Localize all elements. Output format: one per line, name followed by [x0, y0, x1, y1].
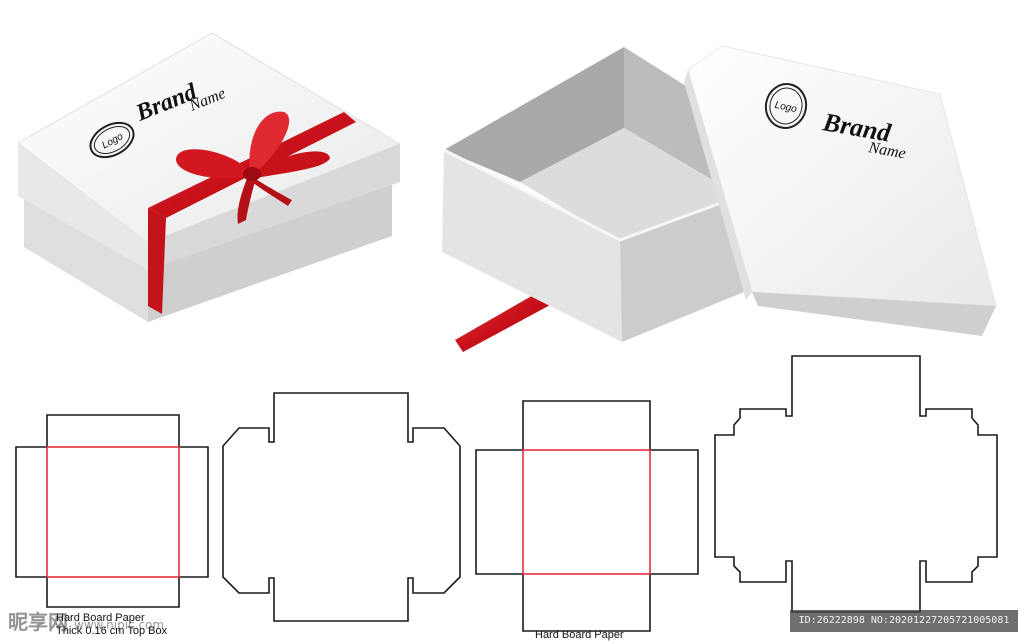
dieline-1-caption: Hard Board Paper Thick 0.16 cm Top Box	[56, 612, 167, 638]
dieline-2-wrap-paper	[222, 392, 461, 622]
ribbon-tail	[455, 290, 552, 352]
ribbon-front-band	[148, 208, 166, 314]
open-box-front-right-face	[620, 196, 744, 342]
lid-logo-text: Logo	[774, 100, 798, 115]
ribbon-bow	[176, 111, 330, 224]
dieline-3-caption: Hard Board Paper	[535, 629, 624, 641]
dieline-3-bottom-box	[475, 400, 699, 632]
dieline-1-top-box	[15, 414, 209, 608]
closed-box-base-left-face	[24, 193, 148, 322]
open-box-rim	[443, 148, 741, 242]
watermark-id: ID:26222898 NO:20201227205721005081	[790, 610, 1018, 632]
closed-box-lid-left-face	[18, 143, 148, 270]
dieline-2-cut-line	[222, 392, 461, 622]
dieline-1-caption-line1: Hard Board Paper	[56, 612, 145, 624]
open-box-lid-left-face	[684, 70, 752, 300]
closed-gift-box: Logo Brand Name	[17, 32, 402, 322]
closed-box-lid-right-face	[148, 144, 400, 270]
open-box-front-left-face	[442, 150, 622, 342]
dieline-4-wrap-paper	[714, 355, 998, 613]
watermark-site-url: www.nipic.com	[74, 618, 165, 632]
open-box-interior-back-wall	[444, 47, 624, 182]
dieline-4-cut-line	[714, 355, 998, 613]
open-box-lid-front-face	[752, 292, 996, 336]
dieline-3-fold-line	[522, 449, 651, 575]
lid-name-text: Name	[866, 139, 907, 162]
closed-box-base-right-face	[148, 180, 392, 322]
ribbon-bow-knot	[243, 167, 261, 181]
watermark-site: 昵享网 www.nipic.com	[8, 606, 164, 635]
open-gift-box: Logo Brand Name	[442, 45, 997, 352]
dieline-1-fold-line	[46, 446, 180, 578]
watermark-site-name: 昵享网	[8, 610, 68, 634]
dieline-1-caption-line2: Thick 0.16 cm Top Box	[56, 625, 168, 637]
lid-logo-stamp: Logo	[764, 83, 808, 129]
dieline-3-cut-line	[475, 400, 699, 632]
